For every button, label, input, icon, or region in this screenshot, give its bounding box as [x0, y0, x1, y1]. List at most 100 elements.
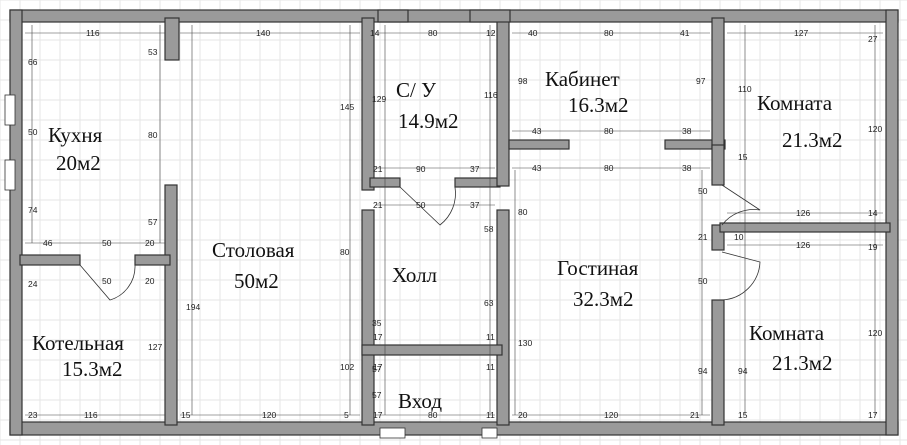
dim-label: 14 — [868, 208, 878, 218]
room-area-room1: 21.3м2 — [782, 128, 843, 152]
dim-label: 43 — [532, 163, 542, 173]
dim-label: 43 — [532, 126, 542, 136]
room-area-living: 32.3м2 — [573, 287, 634, 311]
room-name-dining: Столовая — [212, 238, 295, 262]
dim-label: 63 — [484, 298, 494, 308]
room-name-kitchen: Кухня — [48, 123, 103, 147]
dim-label: 14 — [370, 28, 380, 38]
room-name-hall: Холл — [392, 263, 437, 287]
dim-label: 140 — [256, 28, 270, 38]
dim-label: 17 — [868, 410, 878, 420]
dim-label: 80 — [428, 410, 438, 420]
dim-label: 90 — [416, 164, 426, 174]
dim-label: 57 — [372, 390, 382, 400]
dim-label: 19 — [868, 242, 878, 252]
dim-label: 50 — [102, 276, 112, 286]
dim-label: 46 — [43, 238, 53, 248]
dim-label: 110 — [738, 84, 752, 94]
dim-label: 21 — [690, 410, 700, 420]
dim-label: 17 — [373, 410, 383, 420]
dim-label: 126 — [796, 240, 810, 250]
room-name-room1: Комната — [757, 91, 833, 115]
dim-label: 66 — [28, 57, 38, 67]
dim-label: 145 — [340, 102, 354, 112]
dim-label: 80 — [604, 163, 614, 173]
room-area-kitchen: 20м2 — [56, 151, 101, 175]
room-name-bath: С/ У — [396, 78, 436, 102]
dim-label: 50 — [698, 276, 708, 286]
dim-label: 17 — [373, 362, 383, 372]
dim-label: 40 — [528, 28, 538, 38]
dim-label: 38 — [682, 163, 692, 173]
dim-label: 38 — [682, 126, 692, 136]
room-name-study: Кабинет — [545, 67, 620, 91]
dim-label: 120 — [262, 410, 276, 420]
dim-label: 50 — [102, 238, 112, 248]
dim-label: 98 — [518, 76, 528, 86]
dim-label: 15 — [738, 410, 748, 420]
dim-label: 11 — [486, 362, 495, 372]
dim-label: 50 — [28, 127, 38, 137]
dim-label: 20 — [518, 410, 528, 420]
walls — [9, 9, 899, 436]
dim-label: 23 — [28, 410, 38, 420]
room-labels: Кухня 20м2 Котельная 15.3м2 Столовая 50м… — [32, 67, 843, 413]
dim-label: 94 — [698, 366, 708, 376]
dim-label: 57 — [148, 217, 158, 227]
doors — [79, 184, 761, 301]
dim-label: 53 — [148, 47, 158, 57]
dim-label: 21 — [373, 200, 383, 210]
dim-label: 130 — [518, 338, 532, 348]
room-area-dining: 50м2 — [234, 269, 279, 293]
dim-label: 21 — [373, 164, 383, 174]
dim-label: 127 — [794, 28, 808, 38]
room-name-boiler: Котельная — [32, 331, 124, 355]
dim-label: 12 — [486, 28, 496, 38]
room-name-living: Гостиная — [557, 256, 639, 280]
dim-label: 37 — [470, 164, 480, 174]
room-area-bath: 14.9м2 — [398, 109, 459, 133]
dim-label: 126 — [796, 208, 810, 218]
dimension-lines — [25, 25, 883, 416]
dim-label: 24 — [28, 279, 38, 289]
room-name-entrance: Вход — [398, 389, 442, 413]
dim-label: 80 — [148, 130, 158, 140]
dim-label: 37 — [470, 200, 480, 210]
dim-label: 11 — [486, 410, 495, 420]
dim-label: 80 — [340, 247, 350, 257]
dim-label: 50 — [698, 186, 708, 196]
dim-label: 58 — [484, 224, 494, 234]
dim-label: 17 — [373, 332, 383, 342]
dim-label: 5 — [344, 410, 349, 420]
dim-label: 120 — [604, 410, 618, 420]
dim-label: 74 — [28, 205, 38, 215]
room-area-room2: 21.3м2 — [772, 351, 833, 375]
dim-label: 27 — [868, 34, 878, 44]
room-area-study: 16.3м2 — [568, 93, 629, 117]
dim-label: 80 — [604, 28, 614, 38]
dim-label: 94 — [738, 366, 748, 376]
dim-label: 10 — [734, 232, 744, 242]
dim-label: 120 — [868, 328, 882, 338]
dim-label: 97 — [696, 76, 706, 86]
dim-label: 20 — [145, 238, 155, 248]
dimension-labels: 116 66 53 50 80 74 57 46 50 20 24 50 20 … — [28, 28, 882, 420]
windows — [4, 94, 498, 439]
dim-label: 116 — [86, 28, 100, 38]
dim-label: 102 — [340, 362, 354, 372]
dim-label: 80 — [428, 28, 438, 38]
room-area-boiler: 15.3м2 — [62, 357, 123, 381]
dim-label: 80 — [604, 126, 614, 136]
room-name-room2: Комната — [749, 321, 825, 345]
dim-label: 57 — [372, 364, 382, 374]
dim-label: 50 — [416, 200, 426, 210]
dim-label: 20 — [145, 276, 155, 286]
dim-label: 116 — [484, 90, 498, 100]
dim-label: 15 — [181, 410, 191, 420]
dim-label: 11 — [486, 332, 495, 342]
dim-label: 80 — [518, 207, 528, 217]
dim-label: 15 — [738, 152, 748, 162]
dim-label: 129 — [372, 94, 386, 104]
dim-label: 21 — [698, 232, 708, 242]
